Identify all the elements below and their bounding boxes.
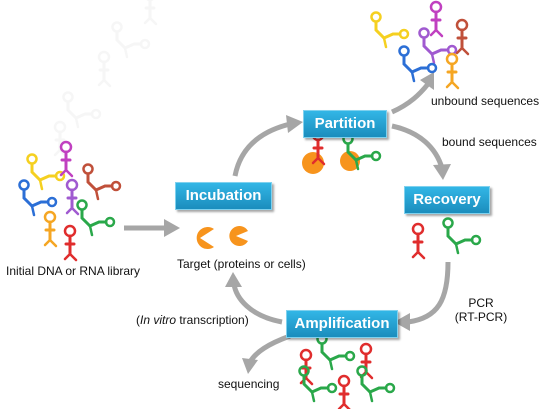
library-aptamer-icons: [18, 140, 122, 262]
label-pcr: PCR (RT-PCR): [451, 296, 511, 324]
target-pacman-2: [229, 226, 248, 246]
ivt-open: (: [136, 313, 140, 327]
arrow-incubation-to-partition-head: [286, 115, 303, 133]
arrow-partition-to-unbound: [390, 82, 430, 115]
ivt-italic: In vitro: [140, 313, 177, 327]
label-in-vitro-transcription: (In vitro transcription): [136, 313, 249, 327]
label-target: Target (proteins or cells): [177, 257, 306, 271]
amplified-aptamer-icons: [298, 333, 396, 409]
arrow-incubation-to-partition: [232, 121, 291, 177]
target-pacman-1: [196, 227, 214, 250]
faded-library-icons: [53, 0, 158, 158]
arrow-amplification-to-incubation: [231, 283, 283, 325]
arrow-amplification-to-incubation-head: [225, 272, 242, 287]
step-incubation: Incubation: [175, 182, 272, 210]
label-pcr-line2: (RT-PCR): [454, 310, 508, 324]
bound-complex-icons: [302, 128, 382, 174]
arrow-partition-to-recovery: [391, 123, 445, 169]
step-recovery: Recovery: [404, 186, 490, 214]
ivt-rest: transcription): [176, 313, 249, 327]
arrow-partition-to-recovery-head: [433, 164, 451, 180]
arrow-amplification-to-sequencing: [247, 333, 291, 364]
step-partition: Partition: [303, 110, 387, 138]
label-bound-sequences: bound sequences: [442, 135, 537, 149]
arrow-partition-to-unbound-head: [420, 72, 434, 90]
target-icons: [196, 226, 248, 250]
label-pcr-line1: PCR: [468, 296, 494, 310]
recovered-aptamer-icons: [411, 217, 482, 260]
arrow-amplification-to-sequencing-head: [242, 358, 258, 374]
label-initial-library: Initial DNA or RNA library: [6, 264, 141, 278]
arrow-library-to-incubation-head: [164, 219, 180, 237]
arrow-recovery-to-amplification-head: [394, 313, 410, 331]
arrow-recovery-to-amplification: [407, 261, 451, 325]
label-sequencing: sequencing: [218, 377, 280, 391]
unbound-aptamer-icons: [370, 0, 470, 90]
label-unbound-sequences: unbound sequences: [431, 94, 540, 108]
step-amplification: Amplification: [286, 310, 398, 338]
